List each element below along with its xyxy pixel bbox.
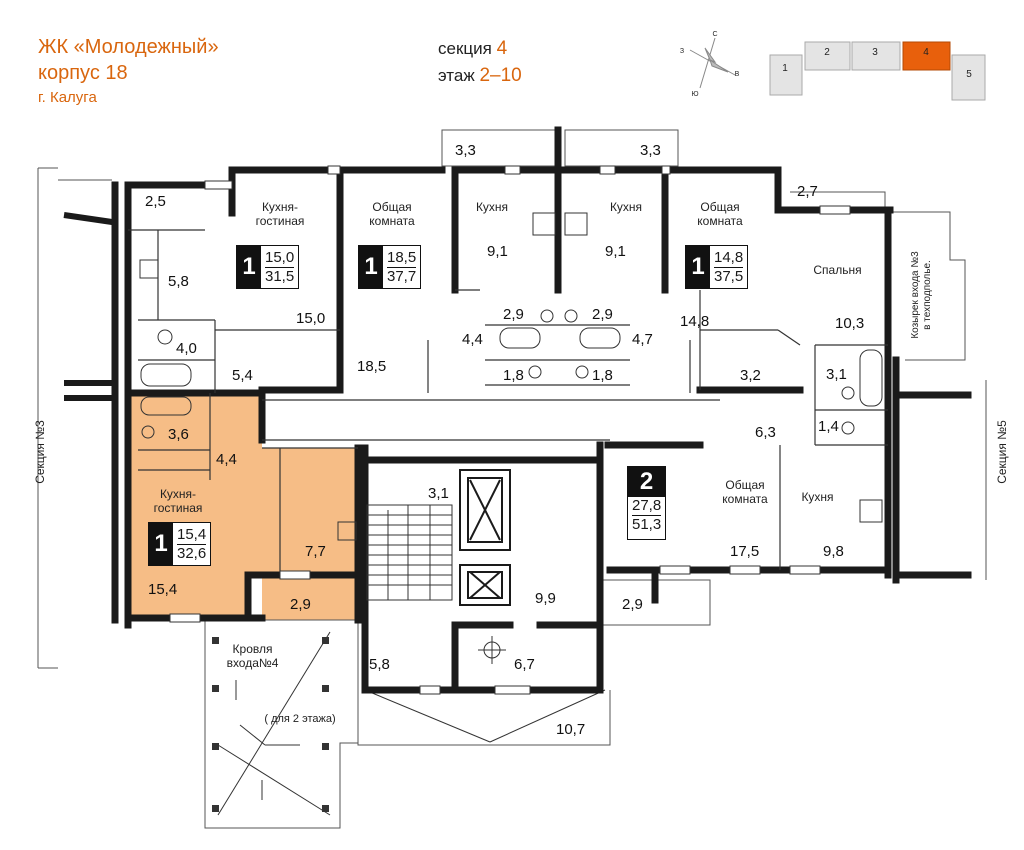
area-label: 3,6 xyxy=(168,426,189,443)
area-label: 10,3 xyxy=(835,315,865,332)
room-name-kitchen-living: Кухня- гостиная xyxy=(153,487,203,515)
minimap-section-3[interactable]: 3 xyxy=(872,47,878,58)
area-label: 9,1 xyxy=(605,243,626,260)
area-label: 1,4 xyxy=(818,418,839,435)
minimap-section-2[interactable]: 2 xyxy=(824,47,830,58)
area-label: 4,4 xyxy=(462,331,483,348)
area-label: 3,3 xyxy=(640,142,661,159)
area-label: 10,7 xyxy=(556,721,586,738)
building-number: корпус 18 xyxy=(38,62,128,84)
compass-s: Ю xyxy=(691,91,699,98)
roof-markers xyxy=(212,637,329,812)
area-label: 2,9 xyxy=(290,596,311,613)
roof-label: Кровля входа№4 xyxy=(226,642,279,670)
floor-label: этаж 2–10 xyxy=(438,65,522,86)
area-label: 15,0 xyxy=(296,310,326,327)
area-label: 15,4 xyxy=(148,581,178,598)
area-label: 4,4 xyxy=(216,451,237,468)
area-label: 7,7 xyxy=(305,543,326,560)
partitions xyxy=(128,229,888,575)
compass-e: В xyxy=(734,71,740,78)
area-label: 2,9 xyxy=(592,306,613,323)
area-label: 1,8 xyxy=(503,367,524,384)
section-value: 4 xyxy=(496,38,508,59)
city-name: г. Калуга xyxy=(38,89,97,106)
area-label: 5,4 xyxy=(232,367,253,384)
minimap-section-4[interactable]: 4 xyxy=(923,47,929,58)
area-label: 9,1 xyxy=(487,243,508,260)
room-name-common: Общая комната xyxy=(697,200,743,228)
area-label: 9,8 xyxy=(823,543,844,560)
canopy-label: Козырек входа №3 в техподполье. xyxy=(910,251,933,339)
stairs xyxy=(366,504,453,601)
area-label: 2,7 xyxy=(797,183,818,200)
area-label: 5,8 xyxy=(168,273,189,290)
minimap-section-5[interactable]: 5 xyxy=(966,69,972,80)
area-label: 5,8 xyxy=(369,656,390,673)
area-label: 6,3 xyxy=(755,424,776,441)
elevators xyxy=(459,469,511,606)
room-name-bedroom: Спальня xyxy=(813,263,862,277)
room-name-kitchen: Кухня xyxy=(609,200,643,214)
neighbor-walls xyxy=(63,212,113,401)
area-label: 1,8 xyxy=(592,367,613,384)
room-name-common: Общая комната xyxy=(369,200,415,228)
minimap xyxy=(769,41,986,101)
area-label: 2,5 xyxy=(145,193,166,210)
area-label: 3,1 xyxy=(428,485,449,502)
area-label: 6,7 xyxy=(514,656,535,673)
area-label: 4,7 xyxy=(632,331,653,348)
floor-value: 2–10 xyxy=(479,65,522,86)
windows xyxy=(169,165,851,695)
area-label: 2,9 xyxy=(503,306,524,323)
walls xyxy=(111,126,972,694)
compass-w: З xyxy=(679,48,685,55)
area-label: 4,0 xyxy=(176,340,197,357)
roof-lines xyxy=(217,631,606,816)
area-label: 2,9 xyxy=(622,596,643,613)
area-label: 3,3 xyxy=(455,142,476,159)
minimap-section-1[interactable]: 1 xyxy=(782,63,788,74)
complex-name: ЖК «Молодежный» xyxy=(38,36,219,58)
area-label: 3,2 xyxy=(740,367,761,384)
area-label: 3,1 xyxy=(826,366,847,383)
roof-note: ( для 2 этажа) xyxy=(264,713,336,725)
area-label: 17,5 xyxy=(730,543,760,560)
section-5-label: Секция №5 xyxy=(995,420,1009,484)
section-label: секция 4 xyxy=(438,38,508,59)
area-label: 14,8 xyxy=(680,313,710,330)
area-label: 18,5 xyxy=(357,358,387,375)
area-label: 9,9 xyxy=(535,590,556,607)
compass-n: С xyxy=(712,31,718,38)
fixtures xyxy=(139,212,883,664)
section-3-label: Секция №3 xyxy=(33,420,47,484)
room-name-kitchen: Кухня xyxy=(475,200,509,214)
compass-icon xyxy=(689,37,736,89)
room-name-kitchen: Кухня xyxy=(801,490,834,504)
room-name-common: Общая комната xyxy=(722,478,768,506)
room-name-kitchen-living: Кухня- гостиная xyxy=(255,200,305,228)
